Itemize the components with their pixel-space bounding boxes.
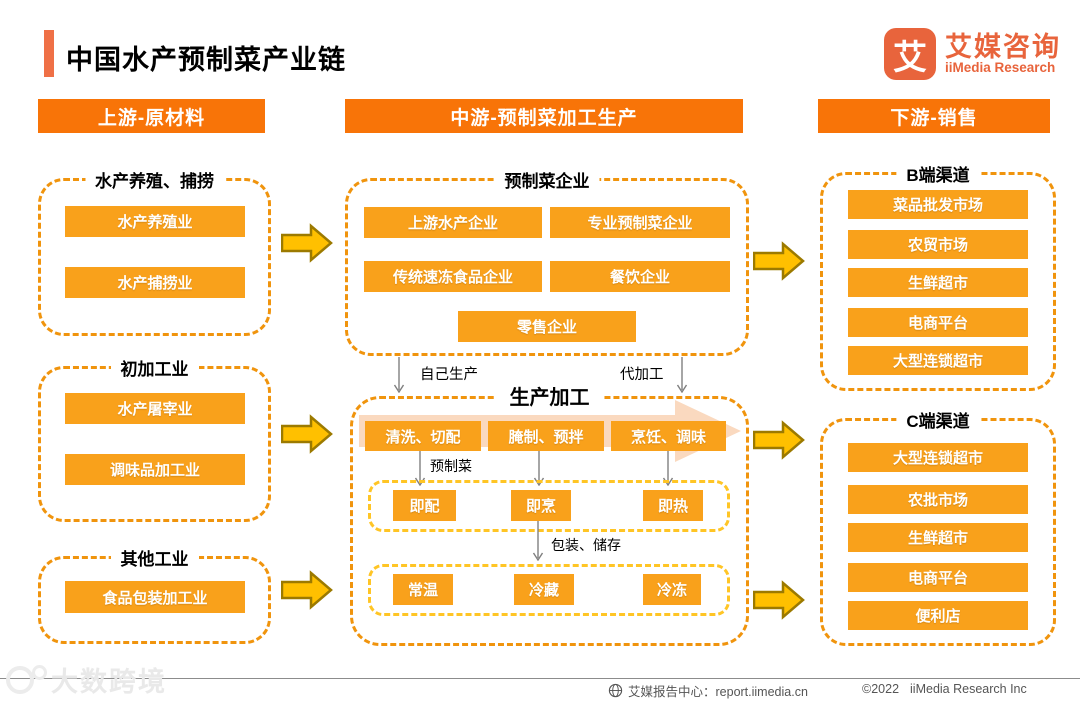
group-b-channels: B端渠道 菜品批发市场 农贸市场 生鲜超市 电商平台 大型连锁超市 — [820, 161, 1056, 391]
rings-icon — [6, 665, 34, 694]
group-aquaculture: 水产养殖、捕捞 水产养殖业 水产捕捞业 — [38, 167, 271, 336]
channel-button: 生鲜超市 — [848, 523, 1028, 552]
header-upstream: 上游-原材料 — [38, 99, 265, 133]
label-self-production: 自己生产 — [420, 367, 478, 383]
group-premade-enterprises: 预制菜企业 上游水产企业 专业预制菜企业 传统速冻食品企业 餐饮企业 零售企业 — [345, 167, 749, 356]
group-title: B端渠道 — [896, 161, 980, 186]
group-primary-processing: 初加工业 水产屠宰业 调味品加工业 — [38, 355, 271, 522]
item-button: 水产养殖业 — [65, 206, 245, 237]
item-button: 上游水产企业 — [364, 207, 542, 238]
item-button: 传统速冻食品企业 — [364, 261, 542, 292]
copyright-company: iiMedia Research Inc — [910, 682, 1027, 696]
channel-button: 便利店 — [848, 601, 1028, 630]
item-button: 专业预制菜企业 — [550, 207, 730, 238]
channel-button: 电商平台 — [848, 563, 1028, 592]
copyright-year: ©2022 — [862, 682, 900, 696]
item-button: 水产屠宰业 — [65, 393, 245, 424]
arrow-right-icon — [280, 414, 333, 454]
arrow-down-icon — [532, 521, 544, 566]
item-button: 餐饮企业 — [550, 261, 730, 292]
arrow-down-icon — [393, 357, 405, 398]
iimedia-logo: 艾 艾媒咨询 iiMedia Research — [884, 28, 1061, 80]
group-title: 生产加工 — [495, 381, 604, 410]
group-c-channels: C端渠道 大型连锁超市 农批市场 生鲜超市 电商平台 便利店 — [820, 407, 1056, 646]
label-packaging-storage: 包装、储存 — [551, 537, 621, 553]
label-oem: 代加工 — [620, 367, 664, 383]
iimedia-logo-icon: 艾 — [884, 28, 936, 80]
group-storage-modes: 常温 冷藏 冷冻 — [368, 564, 730, 616]
logo-name-en: iiMedia Research — [945, 60, 1056, 76]
channel-button: 大型连锁超市 — [848, 346, 1028, 375]
iimedia-logo-text: 艾媒咨询 iiMedia Research — [945, 31, 1061, 76]
channel-button: 生鲜超市 — [848, 268, 1028, 297]
arrow-down-icon — [676, 357, 688, 398]
group-title: 其他工业 — [110, 545, 199, 570]
process-step-button: 清洗、切配 — [365, 421, 481, 451]
arrow-right-icon — [752, 580, 805, 620]
group-title: C端渠道 — [896, 407, 980, 432]
item-button: 调味品加工业 — [65, 454, 245, 485]
footer-report-center: 艾媒报告中心：report.iimedia.cn — [608, 681, 808, 700]
page-title: 中国水产预制菜产业链 — [66, 45, 346, 75]
globe-icon — [608, 683, 623, 698]
channel-button: 农批市场 — [848, 485, 1028, 514]
channel-button: 大型连锁超市 — [848, 443, 1028, 472]
footer-copyright: ©2022 iiMedia Research Inc — [862, 682, 1027, 696]
footer-divider — [0, 678, 1080, 679]
arrow-right-icon — [752, 420, 805, 460]
storage-button: 冷藏 — [514, 574, 574, 605]
label-premade-dish: 预制菜 — [430, 458, 472, 474]
item-button: 食品包装加工业 — [65, 581, 245, 613]
rings-icon — [32, 665, 47, 680]
channel-button: 电商平台 — [848, 308, 1028, 337]
type-button: 即烹 — [511, 490, 571, 521]
group-dish-types: 即配 即烹 即热 — [368, 480, 730, 532]
logo-name-cn: 艾媒咨询 — [945, 31, 1061, 62]
channel-button: 菜品批发市场 — [848, 190, 1028, 219]
process-step-button: 烹饪、调味 — [611, 421, 726, 451]
arrow-right-icon — [280, 570, 333, 610]
storage-button: 常温 — [393, 574, 453, 605]
footer-report-center-text: 艾媒报告中心：report.iimedia.cn — [628, 685, 808, 699]
group-title: 预制菜企业 — [494, 167, 600, 192]
header-downstream: 下游-销售 — [818, 99, 1050, 133]
group-title: 水产养殖、捕捞 — [85, 167, 224, 192]
group-production-processing: 生产加工 清洗、切配 腌制、预拌 烹饪、调味 — [350, 381, 749, 646]
watermark: 大数跨境 — [6, 660, 167, 699]
title-accent-bar — [44, 30, 54, 77]
type-button: 即热 — [643, 490, 703, 521]
group-title: 初加工业 — [110, 355, 199, 380]
channel-button: 农贸市场 — [848, 230, 1028, 259]
process-step-button: 腌制、预拌 — [488, 421, 604, 451]
watermark-text: 大数跨境 — [51, 667, 167, 697]
arrow-right-icon — [280, 223, 333, 263]
storage-button: 冷冻 — [643, 574, 701, 605]
group-other-industry: 其他工业 食品包装加工业 — [38, 545, 271, 644]
arrow-right-icon — [752, 241, 805, 281]
item-button: 零售企业 — [458, 311, 636, 342]
header-midstream: 中游-预制菜加工生产 — [345, 99, 743, 133]
type-button: 即配 — [393, 490, 456, 521]
item-button: 水产捕捞业 — [65, 267, 245, 298]
